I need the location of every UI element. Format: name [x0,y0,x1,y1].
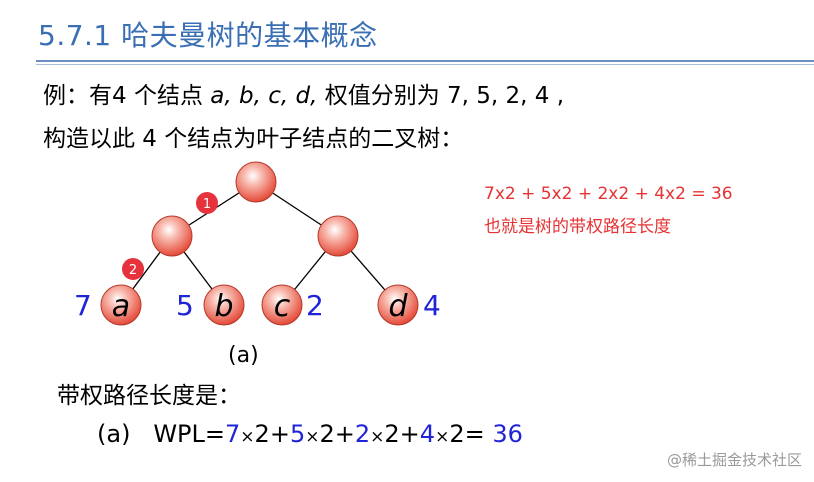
example-node-names: a, b, c, d, [210,83,318,109]
formula-lhs: WPL= [153,420,226,448]
formula-equals: = [464,420,485,448]
formula-weight-4: 4 [419,420,436,448]
formula-result: 36 [492,420,523,448]
weight-d: 4 [423,289,441,322]
tree-leaf-c [261,284,303,326]
tree-leaf-a [100,284,142,326]
formula-weight-5: 5 [289,420,306,448]
formula-operator: + [399,420,420,448]
title-underline-thin [36,64,814,65]
weight-b: 5 [176,289,194,322]
formula-times: × [240,427,255,447]
formula-weight-2: 2 [354,420,371,448]
formula-operator: + [269,420,290,448]
example-line-2: 构造以此 4 个结点为叶子结点的二叉树： [43,126,464,152]
example-weights: 权值分别为 7, 5, 2, 4 , [317,83,565,109]
tree-leaf-b [203,284,245,326]
wpl-heading: 带权路径长度是： [57,383,241,409]
tree-internal-node-left [151,215,193,257]
formula-depth: 2 [449,420,465,448]
formula-operator: + [334,420,355,448]
formula-times: × [370,427,385,447]
leaf-d-label: d [388,289,408,324]
wpl-explanation-note: 也就是树的带权路径长度 [484,217,671,237]
formula-depth: 2 [384,420,400,448]
weight-a: 7 [74,289,92,322]
formula-times: × [435,427,450,447]
wpl-formula: (a) WPL=7×2+5×2+2×2+4×2= 36 [97,420,523,448]
leaf-c-label: c [274,289,291,324]
tree-caption: (a) [228,343,259,368]
tree-internal-node-right [317,215,359,257]
wpl-sum-note: 7x2 + 5x2 + 2x2 + 4x2 = 36 [484,184,733,204]
title-underline [36,60,814,62]
path-marker-1 [196,192,218,214]
example-prefix: 例：有4 个结点 [43,83,211,109]
example-line-1: 例：有4 个结点 a, b, c, d, 权值分别为 7, 5, 2, 4 , [43,76,564,110]
watermark: @稀土掘金技术社区 [666,451,802,469]
weight-c: 2 [306,289,324,322]
tree-root-node [235,161,277,203]
leaf-b-label: b [214,289,233,324]
tree-leaf-d [377,284,419,326]
path-marker-2-label: 2 [129,263,137,278]
path-marker-2 [122,258,144,280]
formula-case: (a) [97,420,131,448]
formula-times: × [305,427,320,447]
formula-depth: 2 [319,420,335,448]
leaf-a-label: a [112,289,130,324]
page-title: 5.7.1 哈夫曼树的基本概念 [38,19,378,52]
path-marker-1-label: 1 [203,197,211,212]
formula-weight-7: 7 [225,420,241,448]
formula-depth: 2 [254,420,270,448]
